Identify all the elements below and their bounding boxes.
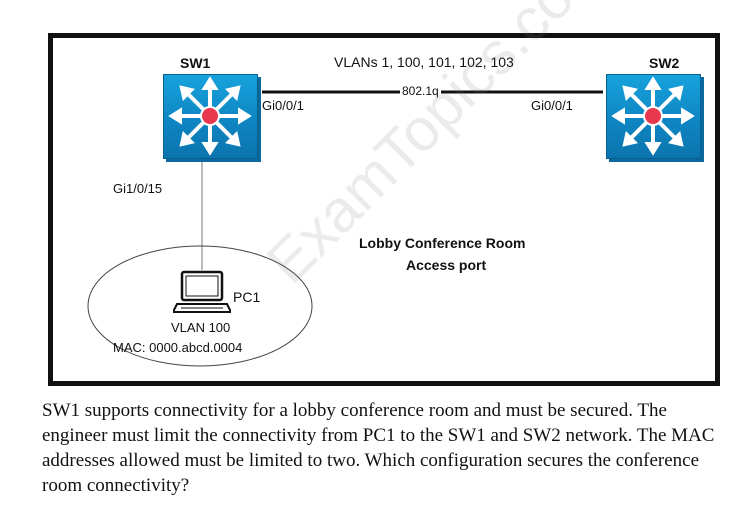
sw1-label: SW1 <box>180 55 211 71</box>
room-label-line2: Access port <box>406 257 487 273</box>
pc1-label: PC1 <box>233 289 261 305</box>
room-label-line1: Lobby Conference Room <box>359 235 526 251</box>
sw2-uplink-port-label: Gi0/0/1 <box>531 98 573 113</box>
pc1-laptop-icon[interactable] <box>171 270 233 316</box>
sw1-uplink-port-label: Gi0/0/1 <box>262 98 304 113</box>
conference-room-area <box>87 245 313 367</box>
pc1-vlan-label: VLAN 100 <box>171 320 231 335</box>
question-text: SW1 supports connectivity for a lobby co… <box>42 400 715 496</box>
network-diagram: SW1 SW2 <box>48 0 720 386</box>
sw1-switch-icon[interactable] <box>163 74 258 159</box>
trunk-encapsulation-label: 802.1q <box>400 84 441 98</box>
sw2-label: SW2 <box>649 55 680 71</box>
vlans-label: VLANs 1, 100, 101, 102, 103 <box>334 54 514 70</box>
pc1-mac-label: MAC: 0000.abcd.0004 <box>113 340 243 355</box>
sw2-switch-icon[interactable] <box>606 74 701 159</box>
sw1-access-port-label: Gi1/0/15 <box>113 181 163 196</box>
